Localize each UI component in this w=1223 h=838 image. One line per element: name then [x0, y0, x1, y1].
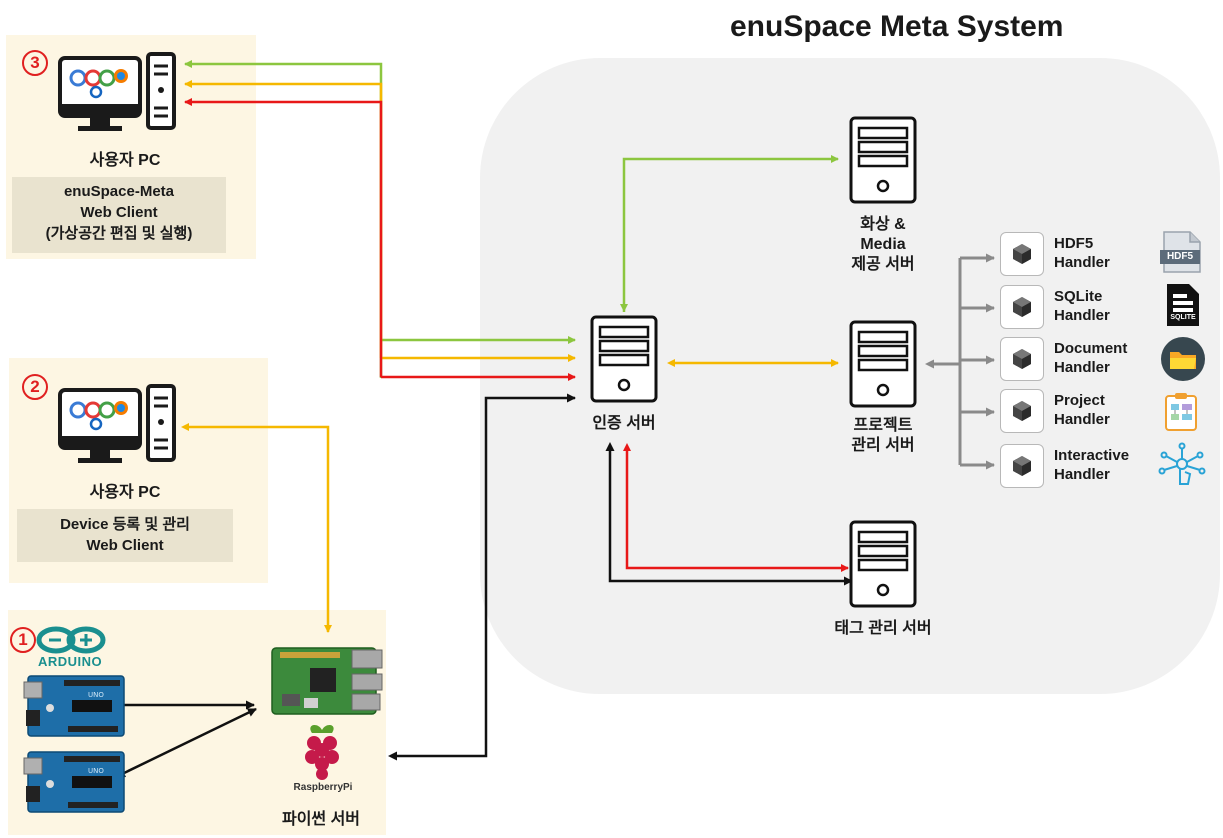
pc2-box-line-2: Web Client	[86, 537, 164, 554]
user-pc-2-label: 사용자 PC	[89, 484, 161, 501]
red-link-pc3	[184, 98, 383, 377]
zone-number-3: 3	[22, 50, 48, 76]
media-server-label-line-2: Media	[860, 236, 906, 253]
media-server-label-line-3: 제공 서버	[851, 256, 915, 273]
media-server-icon	[849, 116, 917, 204]
black-link-arduino2	[121, 707, 257, 776]
arduino-board-1-icon	[23, 675, 125, 737]
arduino-logo-text: ARDUINO	[38, 654, 103, 669]
pc2-box-line-1: Device 등록 및 관리	[60, 516, 190, 533]
media-server-label: 화상 & Media 제공 서버	[823, 215, 943, 275]
auth-server-icon	[590, 315, 658, 403]
user-pc-3-label: 사용자 PC	[89, 152, 161, 169]
cube-icon	[1000, 389, 1044, 433]
black-link-python-auth	[394, 393, 576, 758]
system-title: enuSpace Meta System	[730, 10, 1064, 43]
pc3-box-line-3: (가상공간 편집 및 실행)	[45, 225, 193, 242]
raspberry-pi-logo-text: RaspberryPi	[293, 782, 353, 793]
cube-icon	[1000, 337, 1044, 381]
user-pc-2-icon	[58, 384, 176, 465]
user-pc-3-icon	[58, 52, 176, 133]
hdf5-file-icon: HDF5	[1160, 230, 1204, 274]
python-server-label: 파이썬 서버	[281, 811, 361, 828]
red-link-auth-tag	[625, 449, 849, 572]
user-pc-2-description-box: Device 등록 및 관리 Web Client	[17, 509, 233, 562]
media-server-label-line-1: 화상 &	[860, 216, 906, 233]
cube-icon	[1000, 444, 1044, 488]
zone-number-1: 1	[10, 627, 36, 653]
zone-number-2: 2	[22, 374, 48, 400]
sqlite-file-icon: SQLITE	[1165, 282, 1201, 328]
raspberry-board-icon	[271, 647, 383, 715]
green-link-auth-media	[622, 155, 839, 312]
cube-icon	[1000, 232, 1044, 276]
clipboard-chart-icon	[1162, 392, 1204, 434]
cube-icon	[1000, 285, 1044, 329]
user-pc-3-description-box: enuSpace-Meta Web Client (가상공간 편집 및 실행)	[12, 177, 226, 253]
project-server-label-line-2: 관리 서버	[851, 437, 915, 454]
pc3-box-line-1: enuSpace-Meta	[63, 183, 175, 200]
auth-server-label: 인증 서버	[592, 415, 656, 432]
black-link-auth-tag	[608, 449, 853, 586]
tag-server-icon	[849, 520, 917, 608]
touch-network-icon	[1158, 442, 1206, 490]
project-server-label: 프로젝트 관리 서버	[823, 416, 943, 456]
project-server-label-line-1: 프로젝트	[853, 417, 913, 434]
tag-server-label: 태그 관리 서버	[834, 620, 932, 637]
project-server-icon	[849, 320, 917, 408]
pc3-box-line-2: Web Client	[80, 204, 158, 221]
yellow-link-pc2-device	[185, 425, 332, 633]
arduino-board-2-icon	[23, 751, 125, 813]
arduino-logo-icon	[36, 626, 106, 654]
raspberry-pi-logo-icon	[305, 724, 339, 780]
folder-icon	[1160, 336, 1206, 382]
